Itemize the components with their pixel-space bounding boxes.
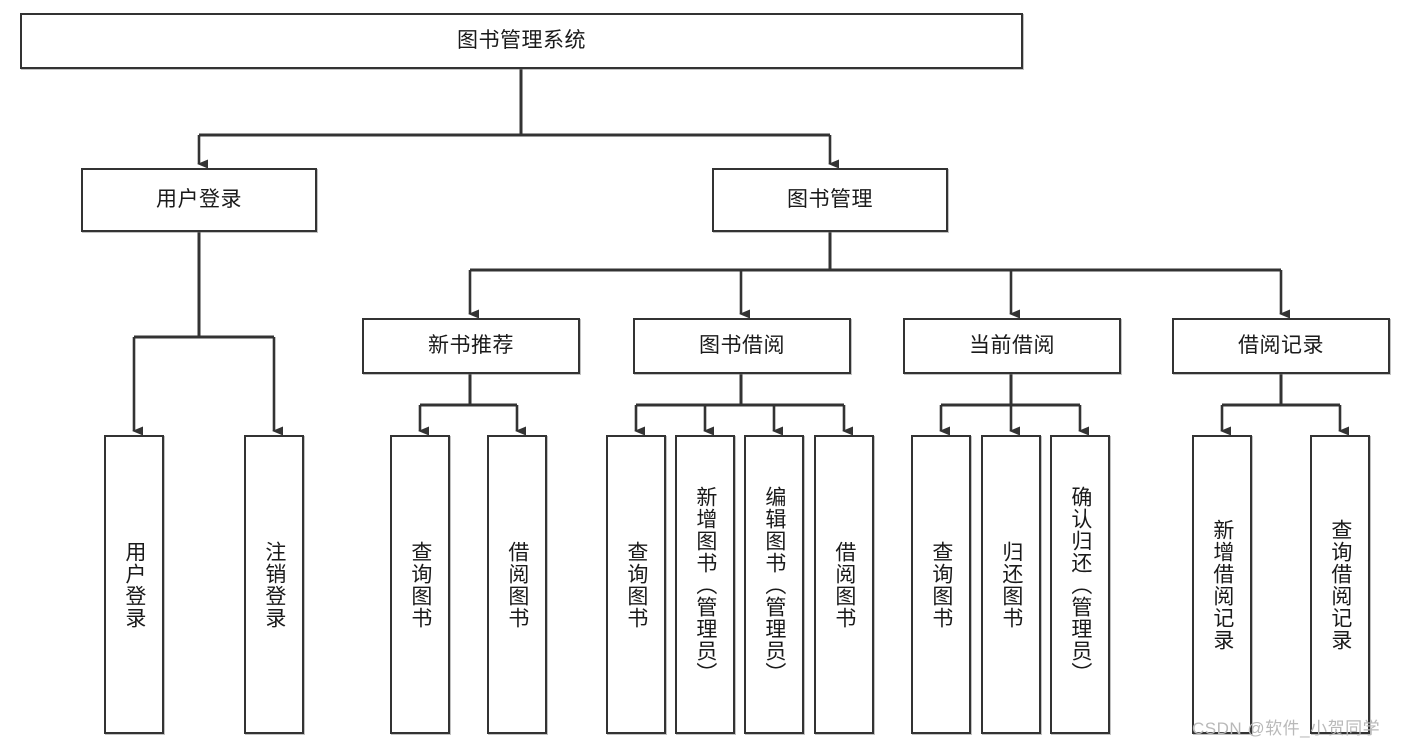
node-book-borrow[interactable]: 图书借阅 <box>633 318 851 374</box>
leaf-book-borrow-4[interactable]: 借阅图书 <box>814 435 874 734</box>
leaf-current-borrow-2-label: 归还图书 <box>999 540 1023 629</box>
node-current-borrow[interactable]: 当前借阅 <box>903 318 1121 374</box>
leaf-new-book-recommend-1-label: 查询图书 <box>408 540 432 629</box>
leaf-borrow-record-1[interactable]: 新增借阅记录 <box>1192 435 1252 734</box>
node-user-login[interactable]: 用户登录 <box>81 168 317 232</box>
node-book-borrow-label: 图书借阅 <box>699 334 785 358</box>
node-root-label: 图书管理系统 <box>457 29 586 53</box>
node-current-borrow-label: 当前借阅 <box>969 334 1055 358</box>
leaf-book-borrow-2-label: 新增图书（管理员） <box>693 485 717 684</box>
leaf-new-book-recommend-1[interactable]: 查询图书 <box>390 435 450 734</box>
leaf-current-borrow-1-label: 查询图书 <box>929 540 953 629</box>
leaf-book-borrow-3[interactable]: 编辑图书（管理员） <box>744 435 804 734</box>
leaf-user-login-1-label: 用户登录 <box>122 540 146 629</box>
leaf-borrow-record-2[interactable]: 查询借阅记录 <box>1310 435 1370 734</box>
node-borrow-record[interactable]: 借阅记录 <box>1172 318 1390 374</box>
leaf-book-borrow-1-label: 查询图书 <box>624 540 648 629</box>
node-book-manage[interactable]: 图书管理 <box>712 168 948 232</box>
leaf-borrow-record-1-label: 新增借阅记录 <box>1210 518 1234 651</box>
leaf-current-borrow-1[interactable]: 查询图书 <box>911 435 971 734</box>
leaf-user-login-2-label: 注销登录 <box>262 540 286 629</box>
node-root[interactable]: 图书管理系统 <box>20 13 1023 69</box>
leaf-book-borrow-4-label: 借阅图书 <box>832 540 856 629</box>
node-borrow-record-label: 借阅记录 <box>1238 334 1324 358</box>
leaf-book-borrow-2[interactable]: 新增图书（管理员） <box>675 435 735 734</box>
leaf-new-book-recommend-2[interactable]: 借阅图书 <box>487 435 547 734</box>
leaf-borrow-record-2-label: 查询借阅记录 <box>1328 518 1352 651</box>
node-new-book-recommend[interactable]: 新书推荐 <box>362 318 580 374</box>
csdn-watermark: CSDN @软件_小贺同学 <box>1192 719 1381 738</box>
leaf-book-borrow-3-label: 编辑图书（管理员） <box>762 485 786 684</box>
leaf-current-borrow-3-label: 确认归还（管理员） <box>1068 485 1092 684</box>
leaf-current-borrow-3[interactable]: 确认归还（管理员） <box>1050 435 1110 734</box>
leaf-book-borrow-1[interactable]: 查询图书 <box>606 435 666 734</box>
leaf-user-login-2[interactable]: 注销登录 <box>244 435 304 734</box>
node-book-manage-label: 图书管理 <box>787 188 873 212</box>
node-user-login-label: 用户登录 <box>156 188 242 212</box>
leaf-current-borrow-2[interactable]: 归还图书 <box>981 435 1041 734</box>
leaf-user-login-1[interactable]: 用户登录 <box>104 435 164 734</box>
leaf-new-book-recommend-2-label: 借阅图书 <box>505 540 529 629</box>
node-new-book-recommend-label: 新书推荐 <box>428 334 514 358</box>
